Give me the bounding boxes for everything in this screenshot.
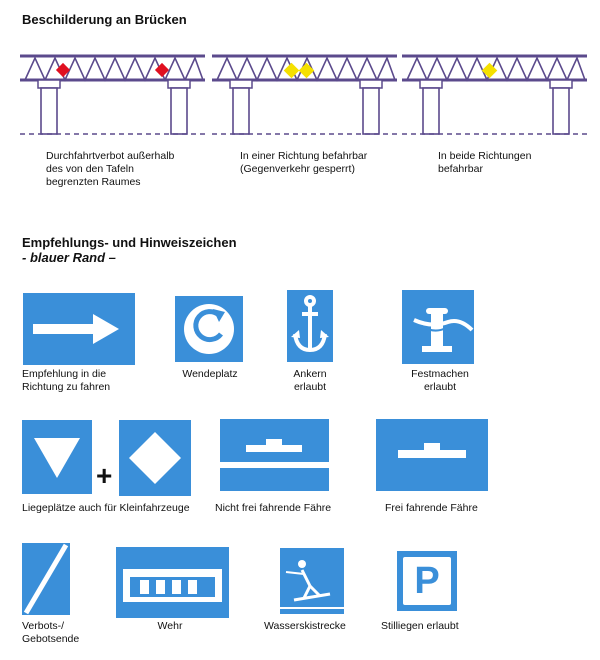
yellow-board-icon (298, 62, 315, 79)
label-ferry-fixed: Nicht frei fahrende Fähre (215, 502, 332, 514)
waterski-sign (280, 548, 344, 614)
weir-sign (116, 547, 229, 618)
cable-line-icon (220, 462, 329, 468)
label-recommend: Empfehlung in die Richtung zu fahren (22, 368, 111, 393)
diamond-icon (129, 432, 181, 484)
anchor-icon (293, 295, 327, 353)
plus-sign: + (96, 460, 113, 491)
signs-section-title: Empfehlungs- und Hinweiszeichen (22, 235, 237, 250)
parking-sign: P (397, 551, 457, 611)
rope-icon (413, 318, 474, 332)
bridge-3 (400, 54, 589, 136)
yellow-board-icon (481, 62, 498, 79)
berth-diamond-sign (119, 420, 191, 496)
arrow-right-icon (33, 314, 119, 344)
bridge-1 (20, 54, 207, 136)
recommended-direction-sign (23, 293, 135, 365)
fixed-ferry-sign (220, 419, 329, 491)
turning-area-sign (175, 296, 243, 362)
bridge-caption-3: In beide Richtungen befahrbar (438, 150, 532, 175)
label-waterski: Wasserskistrecke (264, 620, 346, 632)
bridge-diagram (20, 54, 589, 136)
bridge-section-title: Beschilderung an Brücken (22, 12, 187, 27)
bridge-caption-2: In einer Richtung befahrbar (Gegenverkeh… (240, 150, 368, 175)
mooring-sign (402, 290, 474, 364)
triangle-icon (34, 438, 80, 478)
label-mooring: Festmachen erlaubt (411, 368, 469, 393)
label-weir: Wehr (157, 620, 183, 632)
ferry-icon (398, 443, 466, 458)
label-berths: Liegeplätze auch für Kleinfahrzeuge (22, 502, 190, 514)
parking-letter: P (414, 560, 440, 602)
end-of-restriction-sign (22, 543, 70, 615)
ferry-icon (246, 439, 302, 452)
berth-triangle-sign (22, 420, 92, 494)
label-turn: Wendeplatz (182, 368, 238, 380)
weir-icon (123, 569, 222, 602)
turn-arrow-icon (193, 309, 223, 343)
label-end: Verbots-/ Gebotsende (22, 620, 80, 645)
label-anchor: Ankern erlaubt (293, 368, 327, 393)
anchoring-sign (287, 290, 333, 362)
signs-section-subtitle: - blauer Rand – (22, 250, 116, 265)
free-ferry-sign (376, 419, 488, 491)
bridge-caption-1: Durchfahrtverbot außerhalb des von den T… (46, 150, 175, 188)
waterskier-icon (285, 560, 331, 602)
bridge-2 (210, 54, 399, 136)
yellow-board-icon (283, 62, 300, 79)
diagonal-stripe-icon (23, 543, 69, 615)
label-parking: Stilliegen erlaubt (381, 620, 459, 632)
label-ferry-free: Frei fahrende Fähre (385, 502, 478, 514)
